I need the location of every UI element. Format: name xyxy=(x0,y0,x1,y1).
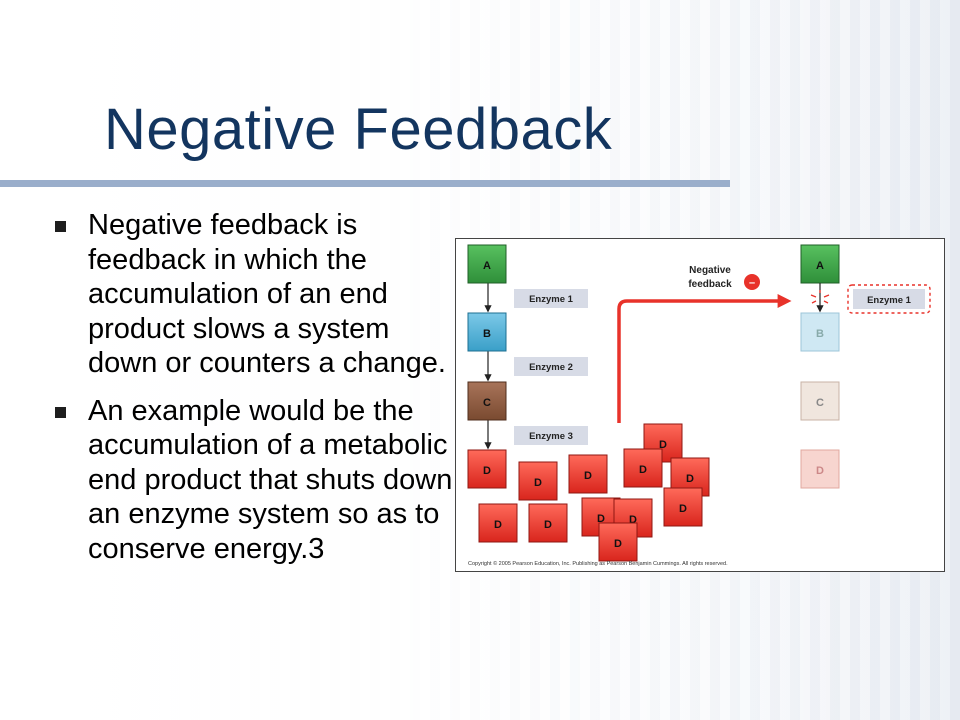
feedback-label: feedback xyxy=(688,279,732,290)
pile-product-label: D xyxy=(534,477,542,489)
pile-product-box-d: D xyxy=(623,448,663,488)
slide-title: Negative Feedback xyxy=(104,97,613,162)
svg-text:–: – xyxy=(749,277,755,289)
substrate-box-c-faded: C xyxy=(800,381,840,421)
bullet-item: Negative feedback is feedback in which t… xyxy=(50,208,460,381)
svg-text:Enzyme 2: Enzyme 2 xyxy=(529,362,573,373)
feedback-label: Negative xyxy=(689,265,731,276)
svg-text:C: C xyxy=(483,397,491,409)
svg-text:B: B xyxy=(816,328,824,340)
title-divider xyxy=(0,180,730,187)
pile-product-box-d: D xyxy=(528,503,568,543)
pile-product-label: D xyxy=(659,439,667,451)
copyright-text: Copyright © 2005 Pearson Education, Inc.… xyxy=(468,560,728,567)
svg-text:D: D xyxy=(483,465,491,477)
pile-product-box-d: D xyxy=(478,503,518,543)
square-bullet-icon xyxy=(55,221,66,232)
svg-text:Enzyme 3: Enzyme 3 xyxy=(529,431,573,442)
pile-product-label: D xyxy=(639,464,647,476)
svg-text:D: D xyxy=(816,465,824,477)
pile-product-box-d: D xyxy=(518,461,558,501)
substrate-box-c: C xyxy=(467,381,507,421)
svg-text:A: A xyxy=(816,260,824,272)
bullet-text: Negative feedback is feedback in which t… xyxy=(88,209,446,379)
substrate-box-a: A xyxy=(467,244,507,284)
product-box-d-faded: D xyxy=(800,449,840,489)
bullet-list: Negative feedback is feedback in which t… xyxy=(50,208,460,579)
enzyme-label: Enzyme 3 xyxy=(514,426,588,445)
pile-product-box-d: D xyxy=(663,487,703,527)
bullet-text: An example would be the accumulation of … xyxy=(88,394,453,565)
substrate-box-b: B xyxy=(467,312,507,352)
pile-product-box-d: D xyxy=(598,522,638,562)
substrate-box-b-faded: B xyxy=(800,312,840,352)
pile-product-box-d: D xyxy=(568,454,608,494)
feedback-arrow xyxy=(617,294,792,423)
pile-product-label: D xyxy=(686,473,694,485)
pile-product-label: D xyxy=(679,503,687,515)
pile-product-label: D xyxy=(584,470,592,482)
inhibition-burst-icon xyxy=(810,290,830,304)
product-box-d: D xyxy=(467,449,507,489)
svg-text:C: C xyxy=(816,397,824,409)
enzyme-label: Enzyme 2 xyxy=(514,357,588,376)
inhibited-enzyme-label: Enzyme 1 xyxy=(847,284,931,314)
svg-text:B: B xyxy=(483,328,491,340)
pile-product-label: D xyxy=(494,519,502,531)
bullet-item: An example would be the accumulation of … xyxy=(50,394,460,567)
enzyme-label: Enzyme 1 xyxy=(514,289,588,308)
svg-text:Enzyme 1: Enzyme 1 xyxy=(529,294,574,305)
pile-product-label: D xyxy=(544,519,552,531)
pile-product-label: D xyxy=(629,514,637,526)
pile-product-label: D xyxy=(614,538,622,550)
svg-text:Enzyme 1: Enzyme 1 xyxy=(867,295,912,306)
pile-product-label: D xyxy=(597,513,605,525)
minus-icon xyxy=(744,274,760,290)
square-bullet-icon xyxy=(55,406,66,418)
svg-text:A: A xyxy=(483,260,491,272)
substrate-box-a-right: A xyxy=(800,244,840,284)
